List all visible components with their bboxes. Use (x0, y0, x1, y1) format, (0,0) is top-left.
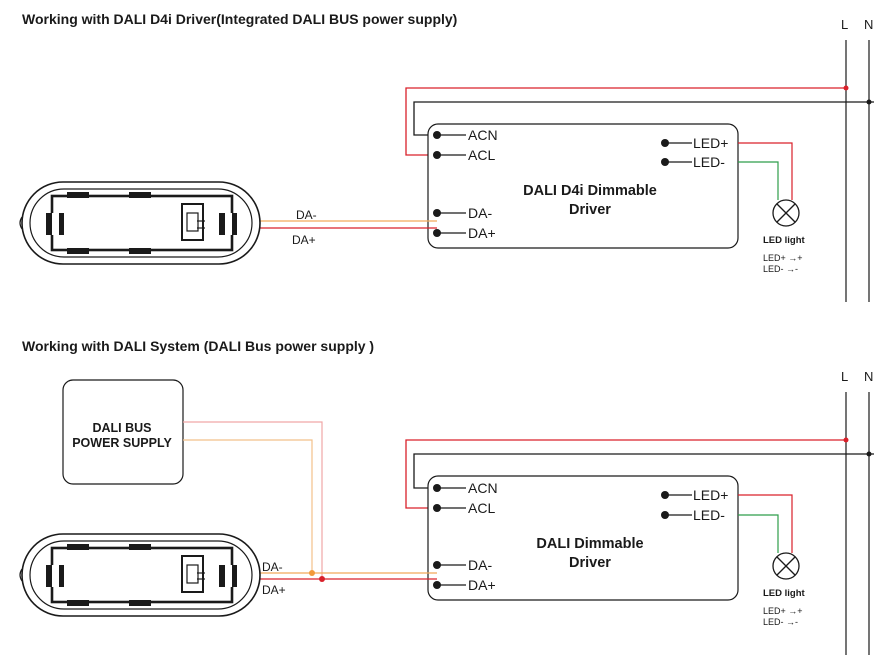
terminal-led-minus: LED- (661, 154, 725, 170)
terminal-da-minus: DA- (433, 205, 492, 221)
led-plus-wire (738, 142, 793, 200)
terminal-label: LED- (693, 154, 725, 170)
junction-dot (309, 570, 315, 576)
junction-dot (843, 437, 849, 443)
junction-dot (866, 99, 872, 105)
dali-bus-power-supply (62, 379, 184, 485)
led-light-icon (772, 552, 800, 580)
section-d4i: Working with DALI D4i Driver(Integrated … (19, 11, 874, 302)
terminal-label: DA+ (468, 225, 496, 241)
terminal-led-plus: LED+ (661, 487, 728, 503)
terminal-da-minus: DA- (433, 557, 492, 573)
led-legend-minus: LED- →- (763, 264, 798, 274)
section-dali-system: Working with DALI System (DALI Bus power… (19, 338, 874, 655)
mains-n-label: N (864, 17, 873, 32)
driver-box (427, 123, 739, 249)
terminal-label: ACL (468, 147, 495, 163)
terminal-da-plus: DA+ (433, 225, 496, 241)
led-legend-minus: LED- →- (763, 617, 798, 627)
terminal-da-plus: DA+ (433, 577, 496, 593)
terminal-acn: ACN (433, 127, 498, 143)
led-legend-plus: LED+ →+ (763, 606, 803, 616)
led-light-label: LED light (763, 588, 806, 599)
bus-da-minus-label: DA- (296, 208, 317, 222)
terminal-label: ACL (468, 500, 495, 516)
psu-da-minus-wire (183, 439, 313, 573)
driver-name: Driver (569, 555, 611, 571)
mains-n-label: N (864, 369, 873, 384)
power-supply-label: DALI BUS (92, 421, 151, 435)
terminal-label: DA- (468, 205, 492, 221)
section-title: Working with DALI D4i Driver(Integrated … (22, 11, 457, 27)
junction-dot (843, 85, 849, 91)
mains-l-label: L (841, 369, 848, 384)
terminal-led-plus: LED+ (661, 135, 728, 151)
live-wire (405, 439, 846, 509)
terminal-label: DA+ (468, 577, 496, 593)
bus-da-minus-label: DA- (262, 560, 283, 574)
section-title: Working with DALI System (DALI Bus power… (22, 338, 374, 354)
led-minus-wire (738, 161, 779, 200)
terminal-label: LED- (693, 507, 725, 523)
led-legend-plus: LED+ →+ (763, 253, 803, 263)
terminal-acl: ACL (433, 147, 495, 163)
terminal-label: LED+ (693, 487, 728, 503)
led-plus-wire (738, 494, 793, 553)
junction-dot (319, 576, 325, 582)
neutral-wire (413, 101, 874, 136)
bus-da-plus-label: DA+ (262, 583, 286, 597)
mains-l-label: L (841, 17, 848, 32)
led-minus-wire (738, 514, 779, 553)
dali-controller-icon (19, 533, 261, 617)
live-wire (405, 87, 846, 156)
driver-name: DALI D4i Dimmable (523, 183, 657, 199)
driver-name: Driver (569, 202, 611, 218)
neutral-wire (413, 453, 874, 489)
terminal-acn: ACN (433, 480, 498, 496)
bus-da-plus-label: DA+ (292, 233, 316, 247)
led-light-icon (772, 199, 800, 227)
driver-name: DALI Dimmable (536, 536, 643, 552)
terminal-acl: ACL (433, 500, 495, 516)
driver-box (427, 475, 739, 601)
power-supply-label: POWER SUPPLY (72, 436, 172, 450)
terminal-label: ACN (468, 480, 498, 496)
junction-dot (866, 451, 872, 457)
terminal-label: ACN (468, 127, 498, 143)
terminal-led-minus: LED- (661, 507, 725, 523)
led-light-label: LED light (763, 235, 806, 246)
terminal-label: DA- (468, 557, 492, 573)
terminal-label: LED+ (693, 135, 728, 151)
psu-da-plus-wire (183, 421, 323, 579)
dali-controller-icon (19, 181, 261, 265)
